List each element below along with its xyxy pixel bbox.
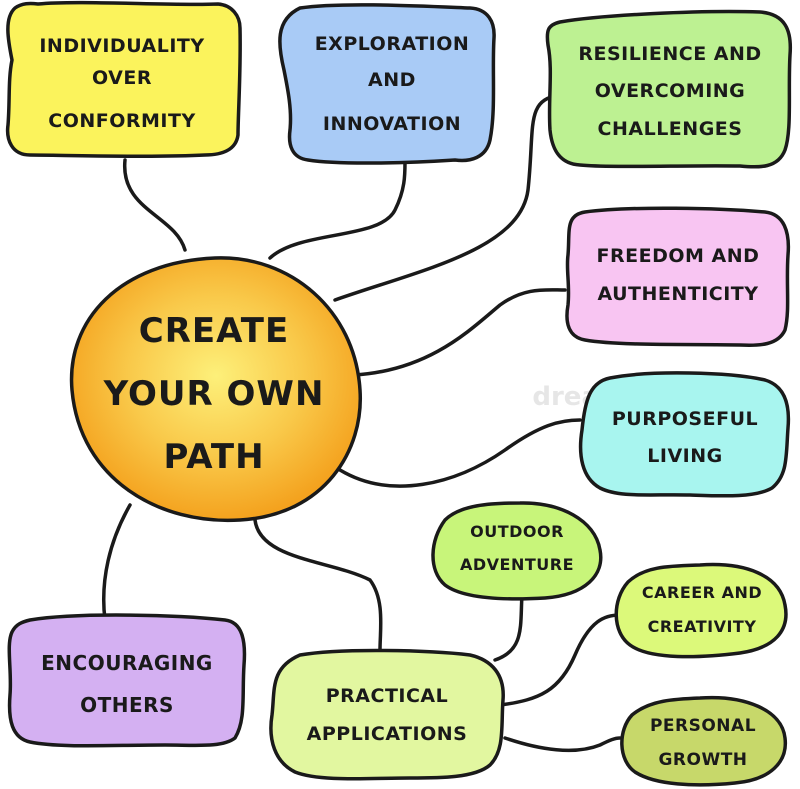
node-individuality-line-1: INDIVIDUALITY <box>39 35 204 57</box>
node-purposeful: PURPOSEFUL LIVING <box>578 371 791 498</box>
node-exploration-line-2: AND <box>368 69 416 91</box>
node-exploration-shape <box>278 3 496 165</box>
node-encouraging: ENCOURAGING OTHERS <box>7 613 247 748</box>
node-practical-line-2: APPLICATIONS <box>307 723 468 745</box>
node-individuality: INDIVIDUALITY OVER CONFORMITY <box>5 0 242 159</box>
center-line-2: YOUR OWN <box>103 374 325 414</box>
node-purposeful-line-1: PURPOSEFUL <box>612 408 758 430</box>
node-encouraging-line-1: ENCOURAGING <box>41 651 213 675</box>
node-freedom: FREEDOM AND AUTHENTICITY <box>565 206 791 348</box>
node-freedom-shape <box>565 206 791 348</box>
node-resilience-line-3: CHALLENGES <box>598 118 743 140</box>
node-outdoor-shape <box>431 501 603 601</box>
link-exploration <box>268 160 407 260</box>
node-outdoor: OUTDOOR ADVENTURE <box>431 501 603 601</box>
node-career-shape <box>614 562 788 659</box>
center-node: CREATE YOUR OWN PATH <box>69 256 362 523</box>
center-node-shape <box>69 256 362 523</box>
link-purposeful <box>338 418 582 488</box>
link-practical <box>253 518 383 652</box>
node-practical: PRACTICAL APPLICATIONS <box>269 648 505 781</box>
node-encouraging-line-2: OTHERS <box>80 693 174 717</box>
center-line-3: PATH <box>163 437 264 477</box>
node-personal-line-2: GROWTH <box>658 750 747 770</box>
node-practical-shape <box>269 648 505 781</box>
node-career: CAREER AND CREATIVITY <box>614 562 788 659</box>
link-outdoor <box>493 593 524 662</box>
node-personal-shape <box>620 695 788 787</box>
node-individuality-shape <box>5 0 242 159</box>
node-individuality-line-2: OVER <box>92 67 152 89</box>
link-resilience <box>333 93 562 302</box>
node-outdoor-line-1: OUTDOOR <box>470 522 564 541</box>
node-resilience-line-1: RESILIENCE AND <box>578 43 761 65</box>
node-freedom-line-1: FREEDOM AND <box>597 245 760 267</box>
connectors <box>101 93 622 753</box>
link-career <box>498 613 622 707</box>
node-exploration-line-1: EXPLORATION <box>315 33 470 55</box>
node-resilience-shape <box>545 9 793 169</box>
node-career-line-1: CAREER AND <box>642 583 762 602</box>
link-individuality <box>123 158 187 252</box>
node-purposeful-line-2: LIVING <box>647 445 722 467</box>
node-exploration: EXPLORATION AND INNOVATION <box>278 3 496 165</box>
node-resilience-line-2: OVERCOMING <box>595 80 746 102</box>
node-personal: PERSONAL GROWTH <box>620 695 788 787</box>
node-outdoor-line-2: ADVENTURE <box>460 555 574 574</box>
node-encouraging-shape <box>7 613 247 748</box>
node-personal-line-1: PERSONAL <box>650 716 756 736</box>
node-freedom-line-2: AUTHENTICITY <box>597 283 758 305</box>
node-resilience: RESILIENCE AND OVERCOMING CHALLENGES <box>545 9 793 169</box>
node-practical-line-1: PRACTICAL <box>326 685 449 707</box>
node-exploration-line-3: INNOVATION <box>323 113 461 135</box>
center-line-1: CREATE <box>139 311 289 351</box>
node-career-line-2: CREATIVITY <box>648 617 757 636</box>
node-individuality-line-3: CONFORMITY <box>48 110 195 132</box>
link-encouraging <box>101 503 132 622</box>
link-personal <box>503 736 622 753</box>
link-freedom <box>353 288 567 377</box>
node-purposeful-shape <box>578 371 791 498</box>
